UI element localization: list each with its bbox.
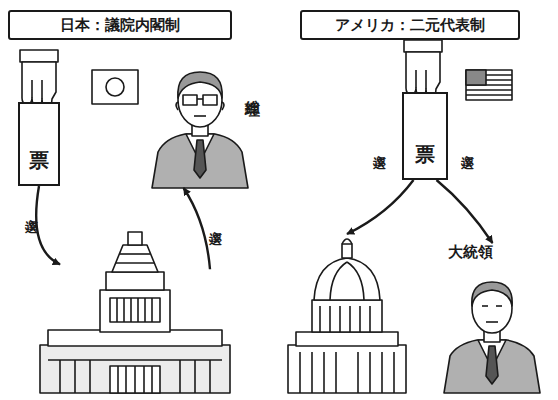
node-text: アメリカ：二元代表制 [335,16,485,35]
curved-arrow [437,180,493,243]
node-text: 大統領 [448,243,493,262]
title-box: 日本：議院内閣制 [8,10,232,40]
curved-arrow [347,180,414,234]
capitol-building [288,234,406,393]
prime-minister-figure [152,72,248,188]
hand-left [20,50,58,106]
edge-label: 選ぶ [206,222,224,237]
ballot-paper: 票 [18,102,60,186]
curved-arrow [184,188,210,269]
title-box: アメリカ：二元代表制 [300,10,520,40]
ballot-paper: 票 [402,92,448,180]
president-figure [444,282,540,393]
node-text: 日本：議院内閣制 [60,16,180,35]
japan-flag [92,70,138,104]
diet-building [60,228,210,393]
edge-label: 選ぶ [370,146,388,161]
us-flag [466,70,512,100]
hand-right [404,40,442,96]
capitol-building [288,239,406,393]
diet-building [40,232,230,393]
node-text: 総理 [243,88,262,92]
president: 大統領 [440,243,545,393]
edge-label: 選ぶ [22,210,40,225]
node-text: 票 [20,147,58,174]
curved-arrow [36,186,60,264]
prime-minister: 総理 [150,58,262,188]
node-text: 票 [404,141,446,168]
edge-label: 選ぶ [458,146,476,161]
